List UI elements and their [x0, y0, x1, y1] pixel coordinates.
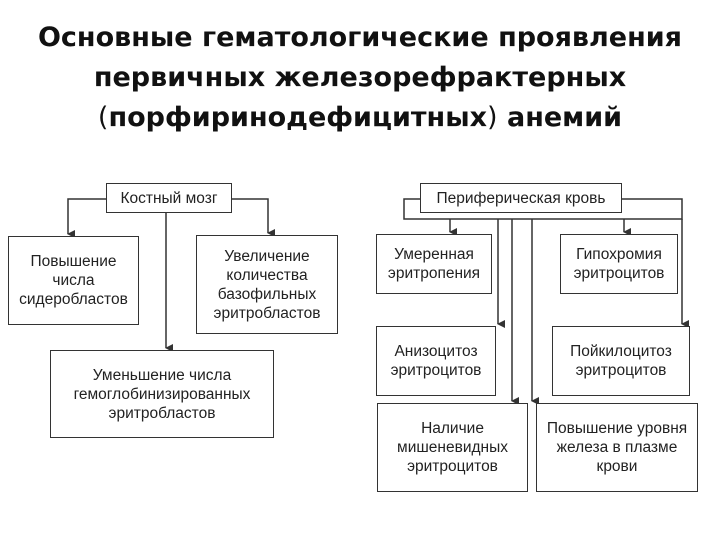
box-poikilocytosis: Пойкилоцитоз эритроцитов [552, 326, 690, 396]
basophilic-label: Увеличение количества базофильных эритро… [213, 247, 321, 322]
anisocytosis-label: Анизоцитоз эритроцитов [390, 343, 482, 379]
box-anisocytosis: Анизоцитоз эритроцитов [376, 326, 496, 396]
box-peripheral-blood: Периферическая кровь [420, 183, 622, 213]
box-target-cells: Наличие мишеневидных эритроцитов [377, 403, 528, 492]
poikilocytosis-label: Пойкилоцитоз эритроцитов [570, 343, 672, 379]
box-erythropenia: Умеренная эритропения [376, 234, 492, 294]
title-line-3-tail: анемий [497, 102, 623, 133]
box-basophilic-erythroblasts: Увеличение количества базофильных эритро… [196, 235, 338, 334]
erythropenia-label: Умеренная эритропения [387, 246, 481, 282]
page-title: Основные гематологические проявления пер… [0, 18, 720, 138]
title-line-3: (порфиринодефицитных) анемий [0, 98, 720, 138]
sideroblasts-label: Повышение числа сидеробластов [19, 253, 128, 308]
title-line-1: Основные гематологические проявления [37, 22, 683, 53]
bone-marrow-label: Костный мозг [120, 189, 218, 207]
title-close-paren: ) [487, 102, 498, 133]
box-hypochromia: Гипохромия эритроцитов [560, 234, 678, 294]
peripheral-blood-label: Периферическая кровь [436, 189, 606, 207]
right-root-bracket [403, 198, 683, 220]
hemoglobinized-label: Уменьшение числа гемоглобинизированных э… [73, 366, 251, 422]
arrow-to-basophilic [232, 198, 275, 237]
target-cells-label: Наличие мишеневидных эритроцитов [397, 420, 508, 475]
box-bone-marrow: Костный мозг [106, 183, 232, 213]
box-hemoglobinized-erythroblasts: Уменьшение числа гемоглобинизированных э… [50, 350, 274, 438]
title-line-3-bold: порфиринодефицитных [108, 102, 488, 133]
arrow-to-sideroblasts [67, 198, 106, 238]
box-sideroblasts: Повышение числа сидеробластов [8, 236, 139, 325]
serum-iron-label: Повышение уровня железа в плазме крови [546, 420, 688, 475]
box-serum-iron: Повышение уровня железа в плазме крови [536, 403, 698, 492]
hypochromia-label: Гипохромия эритроцитов [573, 246, 665, 282]
title-open-paren: ( [97, 102, 109, 133]
title-line-2: первичных железорефрактерных [93, 62, 627, 93]
